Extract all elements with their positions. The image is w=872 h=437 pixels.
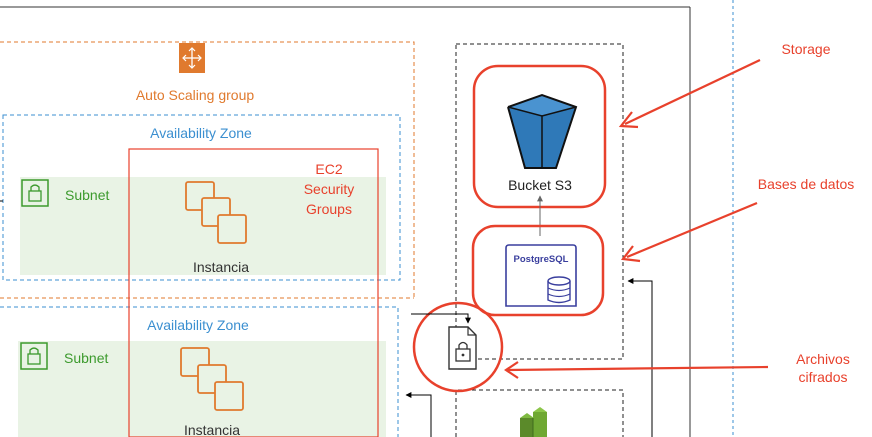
auto-scaling-label: Auto Scaling group [136,87,255,103]
auto-scaling-group [0,41,415,299]
encrypted-highlight [412,301,504,393]
ec2-instance-icon [185,181,247,244]
database-annotation: Bases de datos [758,176,855,192]
s3-bucket-icon [507,93,578,169]
instance-1-label: Instancia [193,259,249,275]
database-icon-label: PostgreSQL [514,254,569,265]
connector-to-encrypted [411,313,471,324]
encrypted-file-icon [448,326,477,370]
availability-zone-1-label: Availability Zone [150,125,252,141]
security-groups-line3: Groups [306,201,352,217]
database-annotation-arrow [620,201,758,263]
subnet-2-label: Subnet [64,350,108,366]
database-icon: PostgreSQL [505,244,577,307]
storage-annotation-arrow [618,59,761,129]
vpc-frame [0,6,691,437]
ec2-security-groups [128,148,379,437]
encrypted-annotation-line2: cifrados [798,369,847,385]
auto-scaling-icon [179,43,205,73]
availability-zone-2 [0,306,399,437]
compute-container [455,389,624,437]
compute-icon [520,407,547,437]
security-groups-line1: EC2 [315,161,342,177]
subnet-lock-icon [21,179,49,207]
connector-to-database [627,278,653,437]
subnet-1-label: Subnet [65,187,109,203]
storage-annotation: Storage [781,41,830,57]
connector-zone2 [405,392,432,437]
availability-zone-2-label: Availability Zone [147,317,249,333]
encrypted-annotation-arrow [504,361,769,379]
ec2-instance-icon [180,347,244,411]
encrypted-annotation-line1: Archivos [796,351,850,367]
subnet-lock-icon [20,342,48,370]
bucket-label: Bucket S3 [508,177,572,193]
storage-container [455,43,624,360]
security-groups-line2: Security [304,181,355,197]
instance-2-label: Instancia [184,422,240,437]
availability-zone-1 [2,114,401,281]
database-highlight [471,224,605,317]
